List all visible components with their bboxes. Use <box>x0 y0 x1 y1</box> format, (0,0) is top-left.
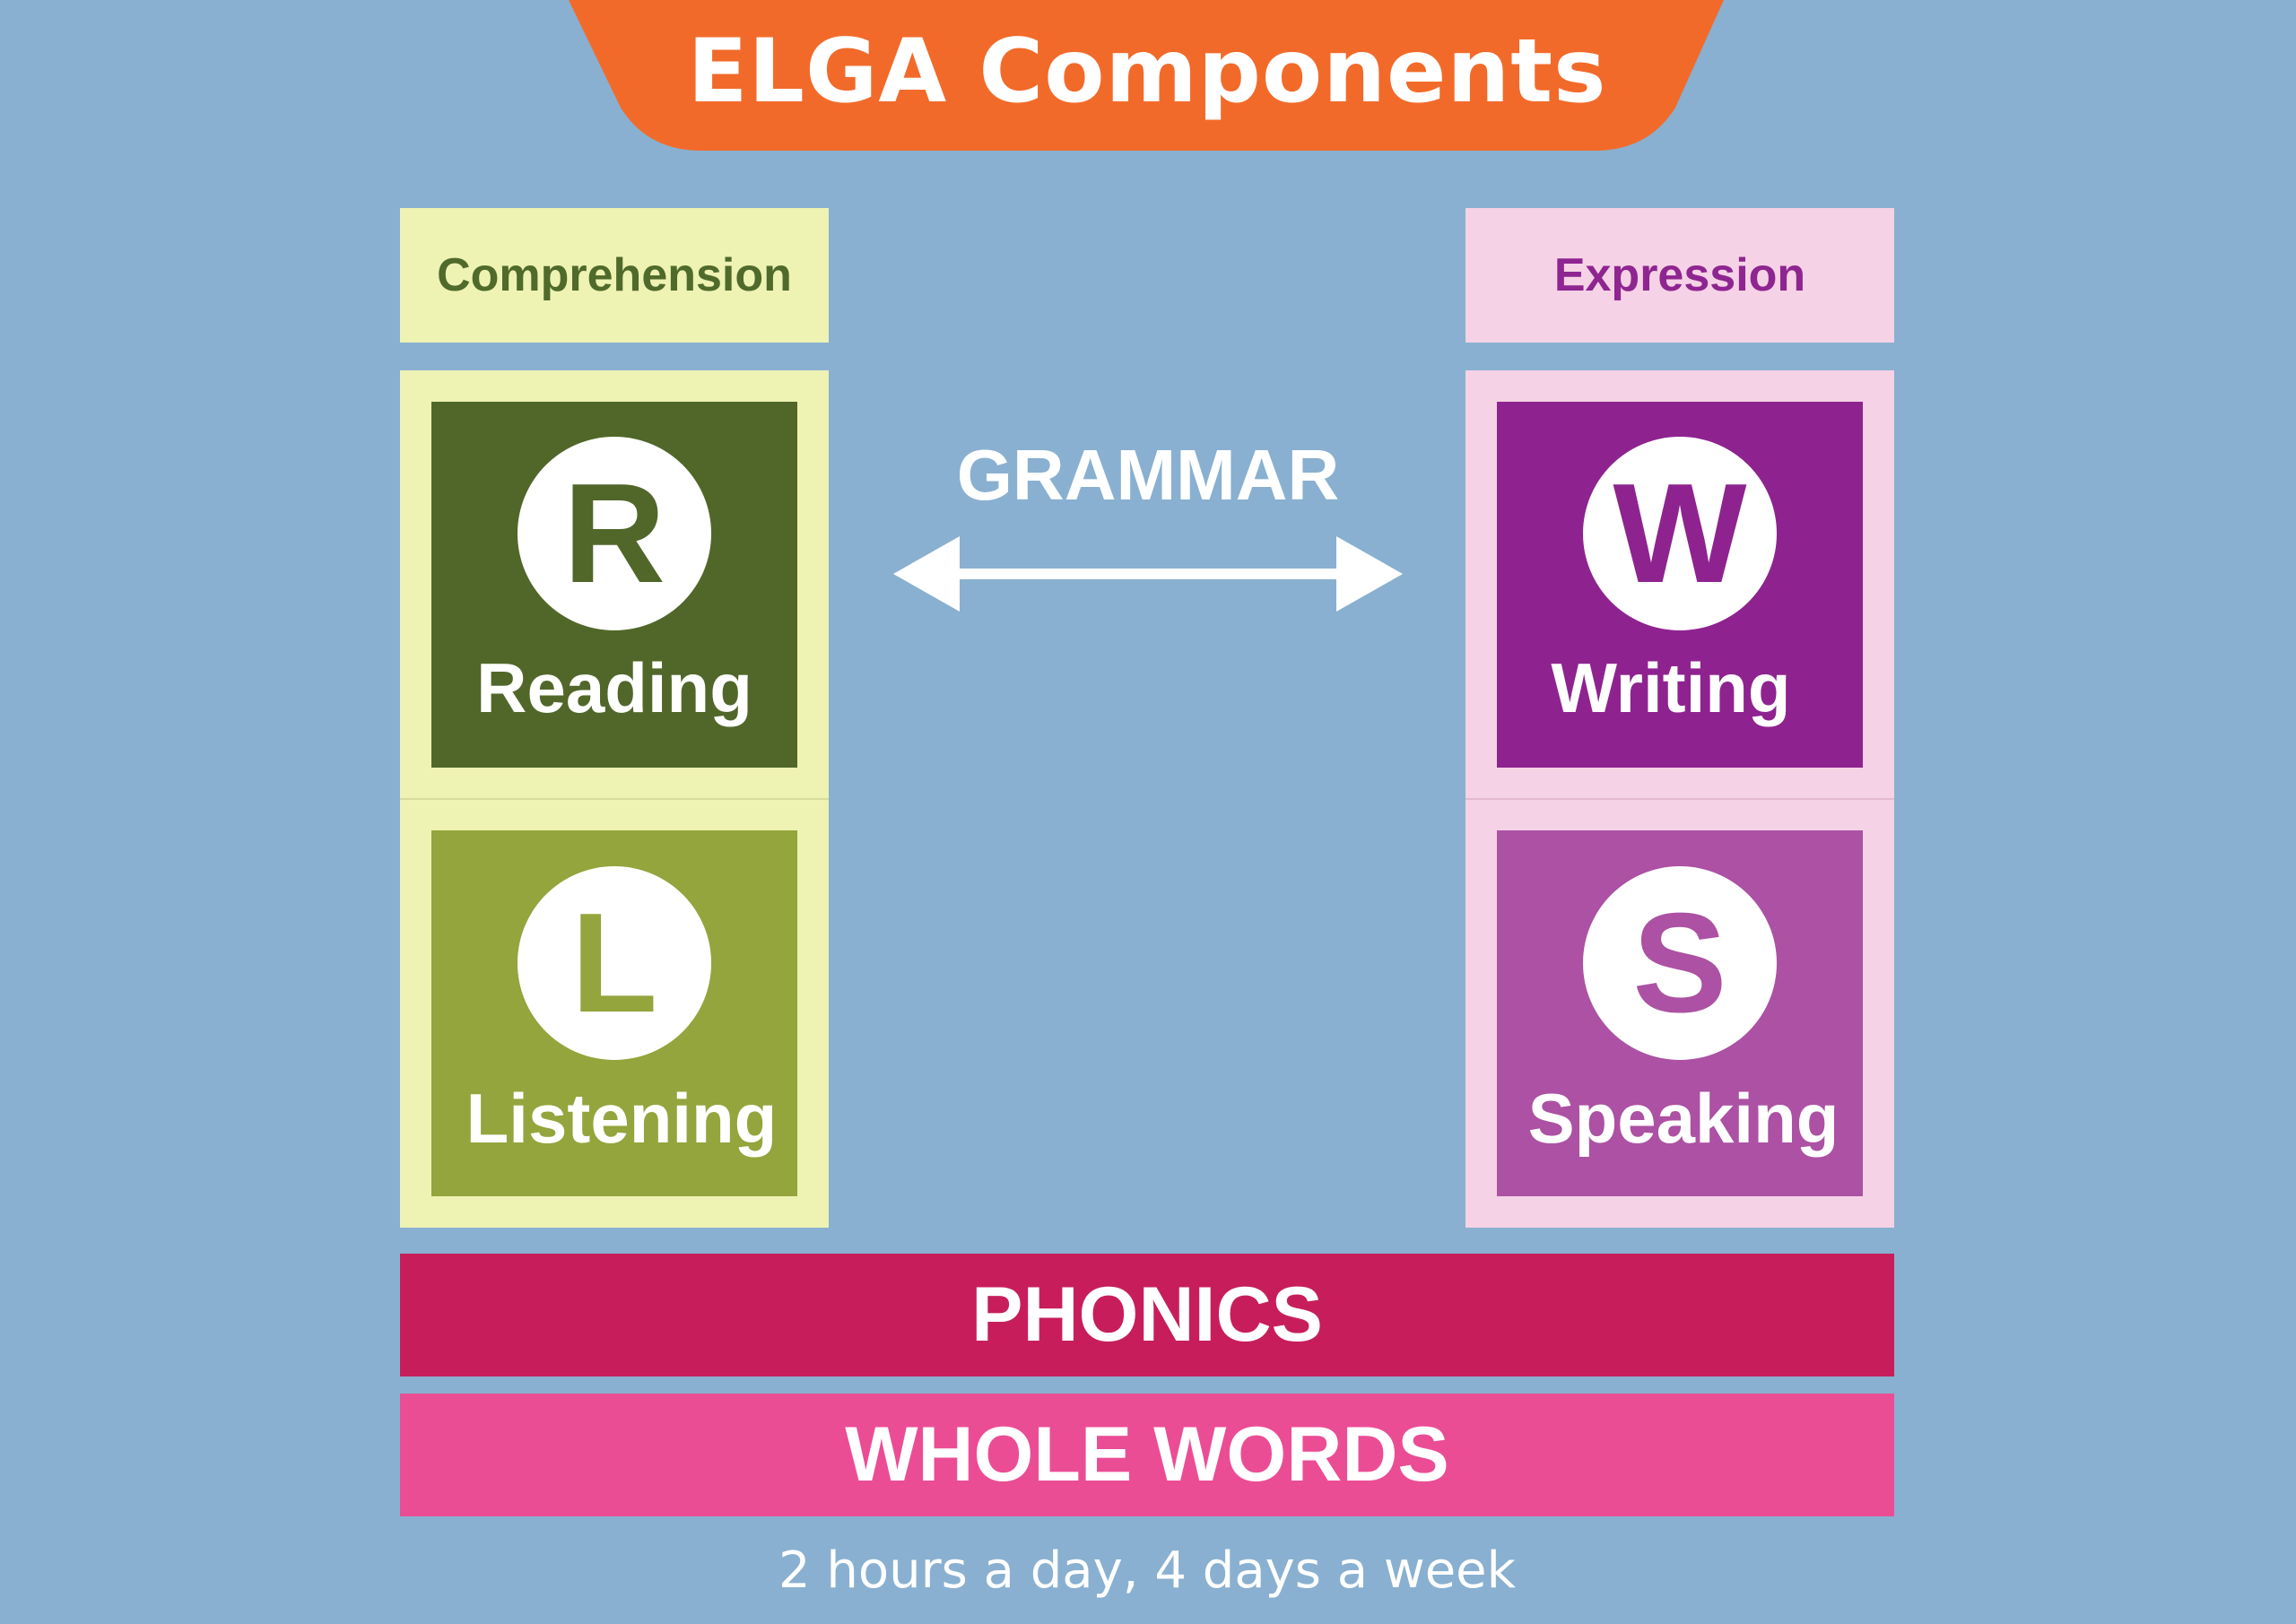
whole-words-bar: WHOLE WORDS <box>400 1394 1894 1516</box>
double-arrow-icon <box>893 536 1403 612</box>
title-banner <box>569 0 1724 151</box>
page-title: ELGA Components <box>687 21 1607 123</box>
comprehension-divider <box>400 798 829 800</box>
writing-letter-icon: W <box>1583 437 1777 630</box>
speaking-label: Speaking <box>1527 1078 1839 1158</box>
phonics-bar: PHONICS <box>400 1254 1894 1376</box>
expression-header: Expression <box>1465 208 1894 343</box>
title-banner-shape <box>569 0 1724 151</box>
comprehension-header: Comprehension <box>400 208 829 343</box>
grammar-label: GRAMMAR <box>956 435 1340 515</box>
arrow-head-right <box>1336 536 1403 612</box>
arrow-head-left <box>893 536 960 612</box>
reading-letter-icon: R <box>517 437 711 630</box>
speaking-letter-icon: S <box>1583 866 1777 1060</box>
reading-label: Reading <box>476 647 752 727</box>
arrow-shaft <box>942 569 1354 579</box>
schedule-note: 2 hours a day, 4 days a week <box>778 1541 1517 1600</box>
listening-letter-icon: L <box>517 866 711 1060</box>
expression-divider <box>1465 798 1894 800</box>
listening-label: Listening <box>465 1078 778 1158</box>
writing-label: Writing <box>1551 647 1791 727</box>
